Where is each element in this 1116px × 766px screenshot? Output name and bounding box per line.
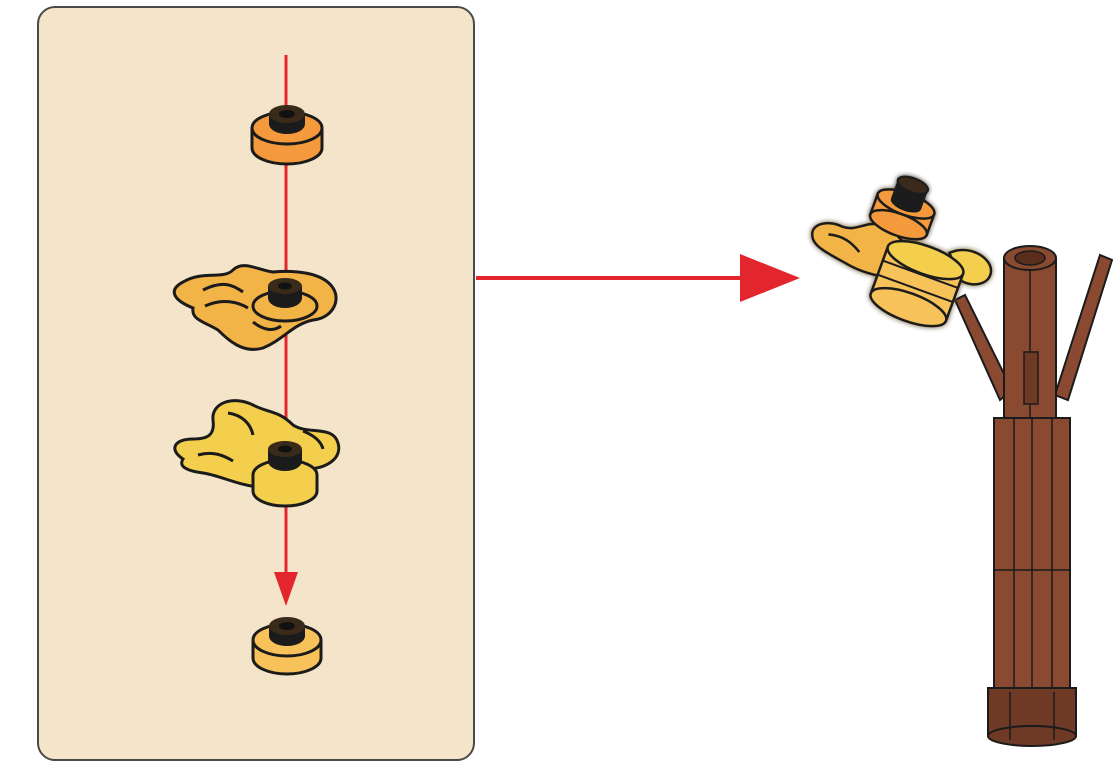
right-arrow-icon — [476, 254, 800, 302]
leaf-plate-icon — [175, 401, 339, 506]
brown-tree-trunk-icon — [955, 246, 1112, 746]
leaf-plate-icon — [174, 266, 336, 350]
round-plate-icon — [252, 105, 322, 164]
round-plate-icon — [253, 617, 321, 674]
